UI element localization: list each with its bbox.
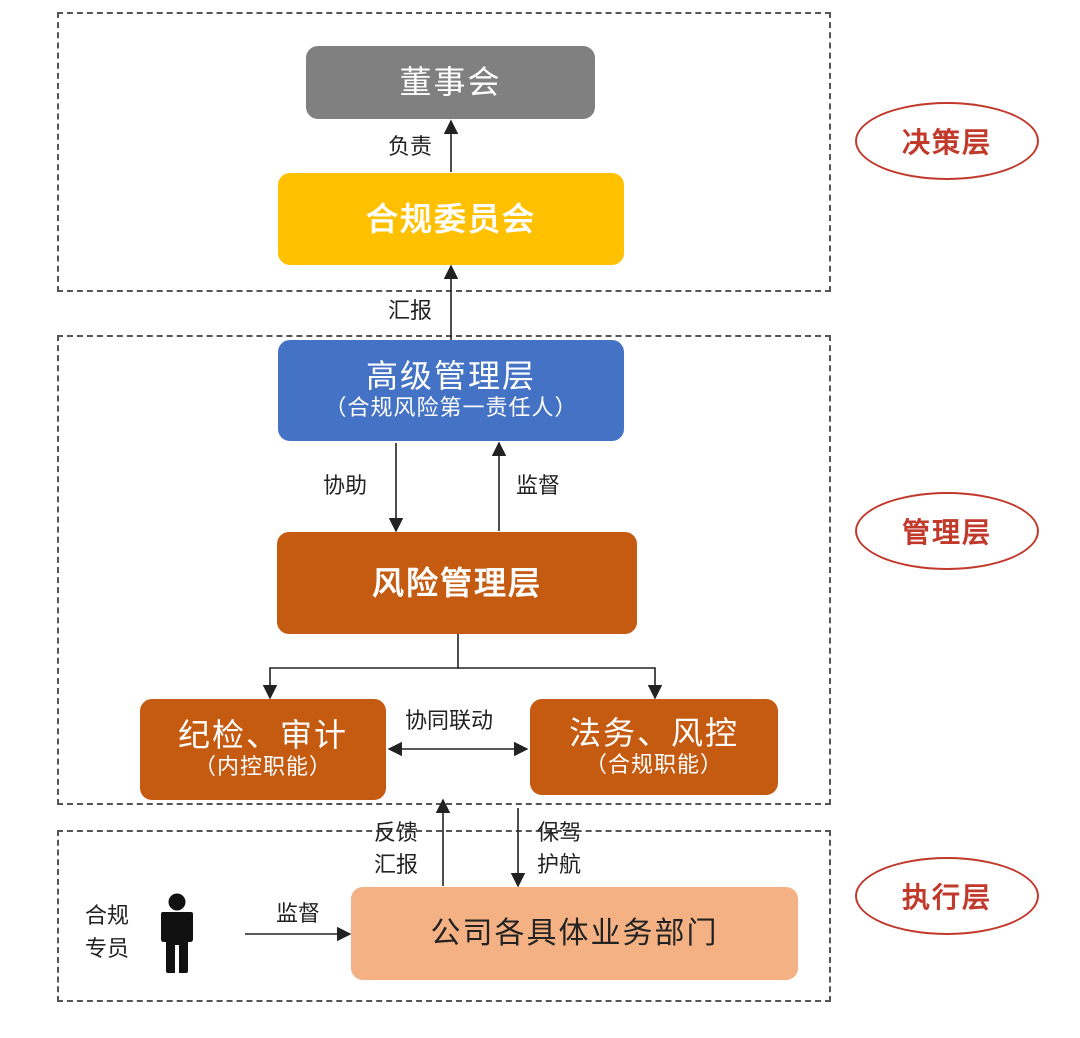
legal-subtitle: （合规职能）	[584, 752, 723, 778]
audit-node: 纪检、审计 （内控职能）	[140, 699, 386, 800]
label-feedback-line1: 反馈	[374, 821, 419, 846]
label-staff-supervise: 监督	[276, 902, 321, 927]
committee-node: 合规委员会	[278, 173, 624, 265]
legal-node: 法务、风控 （合规职能）	[530, 699, 778, 795]
decision-layer-label: 决策层	[901, 126, 992, 159]
label-escort-line1: 保驾	[537, 821, 582, 846]
legal-title: 法务、风控	[568, 713, 739, 752]
label-assist: 协助	[323, 474, 368, 499]
senior-management-title: 高级管理层	[365, 357, 536, 395]
execution-layer-badge: 执行层	[855, 857, 1039, 935]
risk-management-label: 风险管理层	[371, 563, 542, 602]
audit-subtitle: （内控职能）	[193, 755, 332, 781]
risk-management-node: 风险管理层	[277, 532, 637, 634]
staff-label-line2: 专员	[85, 937, 130, 962]
board-node: 董事会	[306, 46, 595, 119]
audit-title: 纪检、审计	[177, 716, 348, 754]
management-layer-badge: 管理层	[855, 492, 1039, 570]
label-report: 汇报	[388, 299, 433, 324]
execution-layer-region	[57, 830, 831, 1002]
label-escort-line2: 护航	[537, 853, 582, 878]
senior-management-node: 高级管理层 （合规风险第一责任人）	[278, 340, 624, 441]
label-responsible: 负责	[388, 135, 433, 160]
person-icon	[161, 893, 193, 973]
staff-label-line1: 合规	[85, 904, 130, 929]
decision-layer-region	[57, 12, 831, 292]
committee-label: 合规委员会	[365, 199, 536, 238]
label-feedback-line2: 汇报	[374, 853, 419, 878]
decision-layer-badge: 决策层	[855, 102, 1039, 180]
label-coordinate: 协同联动	[405, 709, 494, 734]
management-layer-label: 管理层	[901, 516, 992, 549]
senior-management-subtitle: （合规风险第一责任人）	[324, 396, 578, 422]
board-label: 董事会	[399, 63, 502, 102]
execution-layer-label: 执行层	[901, 881, 992, 914]
business-departments-node: 公司各具体业务部门	[351, 887, 798, 980]
business-departments-label: 公司各具体业务部门	[430, 915, 719, 951]
label-supervise: 监督	[516, 474, 561, 499]
